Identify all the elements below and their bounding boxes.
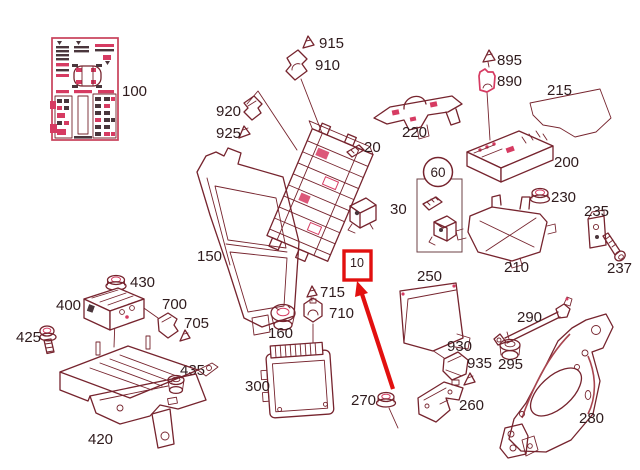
part-label-290[interactable]: 290: [517, 309, 542, 326]
part-300-ecu: [260, 341, 335, 419]
part-215-cover: [529, 88, 612, 138]
part-100-fuse-card: [50, 37, 119, 141]
part-270-nut: [375, 391, 397, 408]
part-60-relay: [428, 215, 457, 246]
part-295-grommet: [499, 338, 521, 361]
part-label-935[interactable]: 935: [467, 355, 492, 372]
part-890-clip: [478, 68, 496, 93]
part-160-grommet: [270, 303, 296, 331]
part-235-plate: [587, 209, 607, 249]
part-label-920[interactable]: 920: [216, 103, 241, 120]
part-label-295[interactable]: 295: [498, 356, 523, 373]
part-label-930[interactable]: 930: [447, 338, 472, 355]
part-237-screw: [602, 232, 626, 262]
part-label-215[interactable]: 215: [547, 82, 572, 99]
part-label-160[interactable]: 160: [268, 325, 293, 342]
part-400-control-unit: [83, 287, 145, 331]
part-label-925[interactable]: 925: [216, 125, 241, 142]
part-label-710[interactable]: 710: [329, 305, 354, 322]
part-280-mounting-plate: [499, 313, 614, 459]
part-label-430[interactable]: 430: [130, 274, 155, 291]
part-label-705[interactable]: 705: [184, 315, 209, 332]
part-220-bracket: [373, 95, 463, 140]
part-920-clip: [243, 95, 263, 121]
part-label-235[interactable]: 235: [584, 203, 609, 220]
part-label-915[interactable]: 915: [319, 35, 344, 52]
part-10-fuse-box: [266, 120, 374, 263]
part-label-715[interactable]: 715: [320, 284, 345, 301]
part-930-bracket: [442, 351, 469, 386]
part-label-10[interactable]: 10: [350, 256, 364, 270]
part-260-bracket: [417, 381, 464, 423]
part-label-700[interactable]: 700: [162, 296, 187, 313]
part-30-relay: [347, 197, 377, 234]
part-label-30[interactable]: 30: [390, 201, 407, 218]
part-425-bolt: [39, 325, 57, 355]
part-label-210[interactable]: 210: [504, 259, 529, 276]
part-150-frame: [196, 147, 300, 336]
part-910-bracket: [285, 49, 308, 81]
part-label-250[interactable]: 250: [417, 268, 442, 285]
part-label-260[interactable]: 260: [459, 397, 484, 414]
part-420-mounting-bracket: [59, 335, 219, 449]
part-895-screw: [482, 49, 496, 68]
part-710-clip: [303, 297, 323, 323]
part-label-910[interactable]: 910: [315, 57, 340, 74]
part-label-230[interactable]: 230: [551, 189, 576, 206]
part-label-895[interactable]: 895: [497, 52, 522, 69]
part-label-220[interactable]: 220: [402, 124, 427, 141]
part-230-nut: [529, 187, 551, 204]
part-700-clip: [157, 312, 179, 339]
part-200-control-unit: [466, 130, 554, 183]
highlight-arrow: [355, 281, 395, 390]
part-60-fuse: [422, 196, 443, 211]
part-915-screw: [302, 35, 315, 49]
part-250-control-unit: [399, 282, 471, 352]
part-210-bracket: [455, 194, 557, 269]
part-label-420[interactable]: 420: [88, 431, 113, 448]
part-label-20[interactable]: 20: [364, 139, 381, 156]
part-label-237[interactable]: 237: [607, 260, 632, 277]
part-935-screw: [463, 372, 476, 386]
part-label-200[interactable]: 200: [554, 154, 579, 171]
part-label-100[interactable]: 100: [122, 83, 147, 100]
part-label-425[interactable]: 425: [16, 329, 41, 346]
part-20-fuse: [346, 144, 365, 158]
part-290-link-bracket: [493, 296, 573, 346]
part-label-400[interactable]: 400: [56, 297, 81, 314]
part-925-screw: [238, 125, 251, 139]
part-705-screw: [179, 329, 191, 342]
part-label-60[interactable]: 60: [430, 165, 445, 180]
highlight-box: [342, 249, 373, 282]
part-label-150[interactable]: 150: [197, 248, 222, 265]
part-label-270[interactable]: 270: [351, 392, 376, 409]
part-label-890[interactable]: 890: [497, 73, 522, 90]
part-label-280[interactable]: 280: [579, 410, 604, 427]
part-label-300[interactable]: 300: [245, 378, 270, 395]
part-60-group-box: [416, 156, 463, 253]
